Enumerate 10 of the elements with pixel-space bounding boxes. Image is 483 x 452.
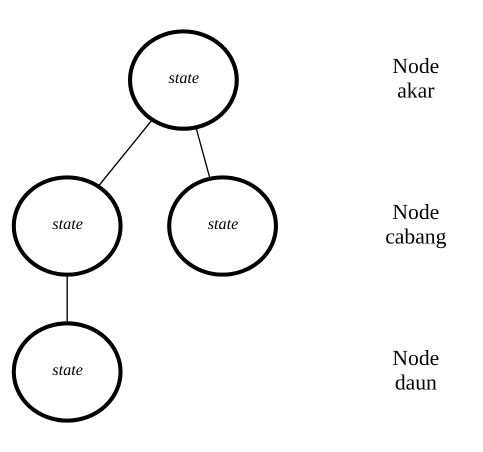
label: Node cabang: [385, 200, 446, 248]
connector: [98, 119, 153, 187]
node-circle: state: [128, 29, 239, 131]
node-circle: state: [167, 175, 278, 277]
label: Node daun: [392, 346, 440, 394]
label: Node akar: [392, 54, 440, 102]
node-circle: state: [12, 175, 123, 277]
connector: [195, 127, 211, 179]
node-circle: state: [12, 321, 123, 423]
connector: [66, 274, 68, 323]
